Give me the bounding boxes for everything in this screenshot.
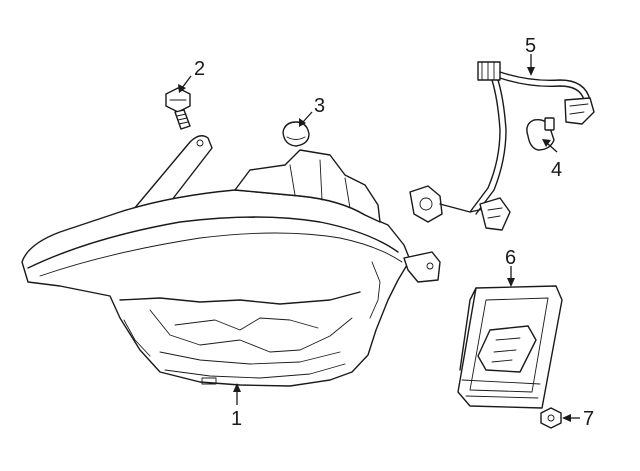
nut-part — [540, 407, 562, 429]
callout-4: 4 — [551, 159, 562, 181]
headlamp-assembly — [21, 135, 441, 387]
wiring-harness-part — [409, 61, 595, 231]
callout-7: 7 — [583, 408, 594, 430]
control-module-part — [457, 285, 563, 409]
callout-leaders — [178, 54, 580, 422]
bolt-part — [165, 87, 191, 130]
callout-5: 5 — [525, 35, 536, 57]
callout-1: 1 — [231, 408, 242, 430]
callout-2: 2 — [194, 58, 205, 80]
callout-6: 6 — [505, 247, 516, 269]
callout-3: 3 — [314, 95, 325, 117]
cap-part — [282, 121, 310, 147]
